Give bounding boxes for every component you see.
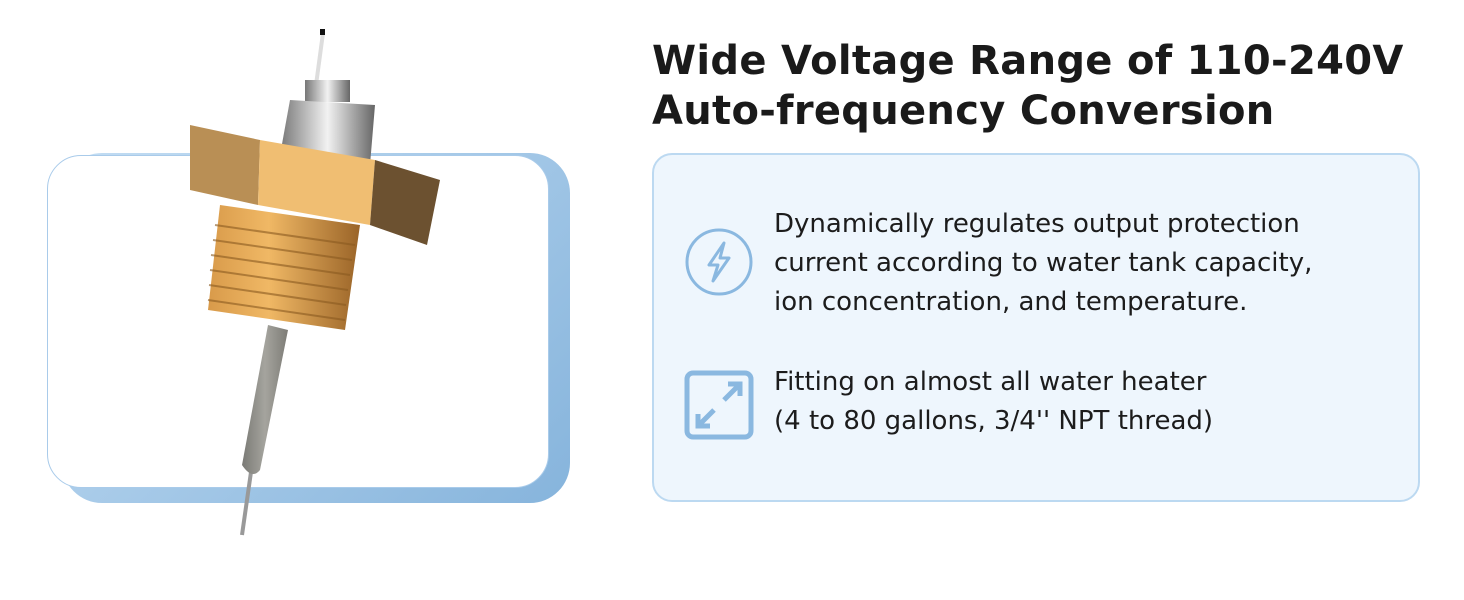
- feature-text-line: Fitting on almost all water heater: [774, 367, 1207, 397]
- feature-text-line: current according to water tank capacity…: [774, 248, 1313, 278]
- feature-text-line: Dynamically regulates output protection: [774, 209, 1300, 239]
- expand-arrows-icon: [684, 370, 754, 440]
- feature-item-fitting: Fitting on almost all water heater (4 to…: [774, 363, 1213, 441]
- feature-text-line: ion concentration, and temperature.: [774, 287, 1248, 317]
- title-line-1: Wide Voltage Range of 110-240V: [652, 38, 1404, 84]
- page-title: Wide Voltage Range of 110-240V Auto-freq…: [652, 36, 1404, 136]
- title-line-2: Auto-frequency Conversion: [652, 88, 1275, 134]
- feature-item-protection: Dynamically regulates output protection …: [774, 205, 1312, 322]
- features-panel: Dynamically regulates output protection …: [652, 153, 1420, 502]
- anode-rod-product-image: [190, 29, 440, 536]
- feature-text-line: (4 to 80 gallons, 3/4'' NPT thread): [774, 406, 1214, 436]
- lightning-icon: [685, 228, 753, 296]
